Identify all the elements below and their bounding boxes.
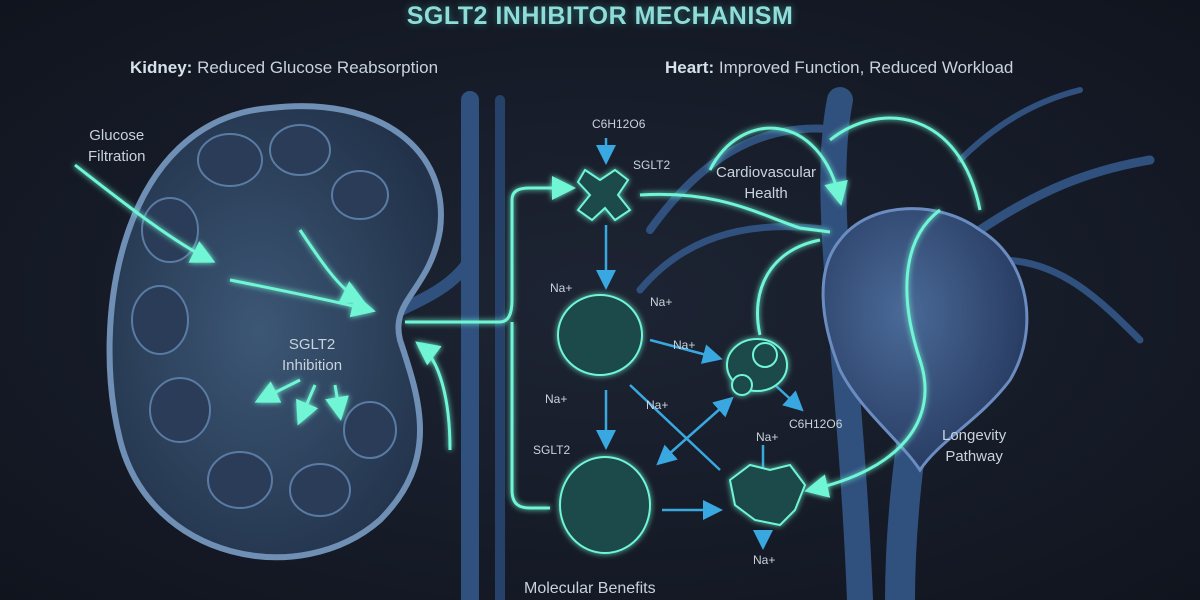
label-line: Glucose [89, 127, 145, 144]
label-line: Inhibition [282, 357, 343, 374]
molecules [557, 168, 807, 554]
label-line: Longevity [942, 427, 1007, 444]
sodium-label: Na+ [756, 430, 779, 444]
sodium-label: Na+ [650, 295, 673, 309]
heart-header-bold: Heart: [665, 58, 715, 77]
molecular-arrows [596, 138, 804, 550]
glow-flow-paths [74, 116, 982, 510]
sodium-transporter-molecule [728, 463, 807, 527]
sglt2-label-top: SGLT2 [633, 158, 671, 172]
heart-illustration [821, 207, 1029, 473]
sodium-label: Na+ [646, 398, 669, 412]
heart-header-text: Improved Function, Reduced Workload [714, 58, 1014, 77]
sglt2-label-bottom: SGLT2 [533, 443, 571, 457]
label-line: Pathway [945, 448, 1003, 465]
sodium-label: Na+ [753, 553, 776, 567]
sodium-label: Na+ [550, 281, 573, 295]
kidney-illustration [106, 103, 444, 561]
sodium-label: Na+ [545, 392, 568, 406]
kidney-header-text: Reduced Glucose Reabsorption [192, 58, 439, 77]
sglt2-molecule-bottom [559, 456, 651, 554]
glucose-formula-right: C6H12O6 [789, 417, 843, 431]
page-title: SGLT2 INHIBITOR MECHANISM [406, 2, 794, 30]
label-line: Health [744, 185, 788, 202]
molecular-benefits-label: Molecular Benefits [524, 580, 656, 597]
kidney-header-bold: Kidney: [130, 58, 193, 77]
sodium-label: Na+ [673, 338, 696, 352]
label-line: Cardiovascular [716, 164, 817, 181]
glucose-formula-top: C6H12O6 [592, 117, 646, 131]
sglt2-molecule-top [576, 168, 632, 222]
heart-header: Heart: Improved Function, Reduced Worklo… [665, 58, 1013, 78]
label-line: Filtration [88, 148, 146, 165]
sglt2-molecule-middle [557, 294, 643, 376]
kidney-header: Kidney: Reduced Glucose Reabsorption [130, 58, 438, 78]
label-line: SGLT2 [288, 336, 336, 353]
